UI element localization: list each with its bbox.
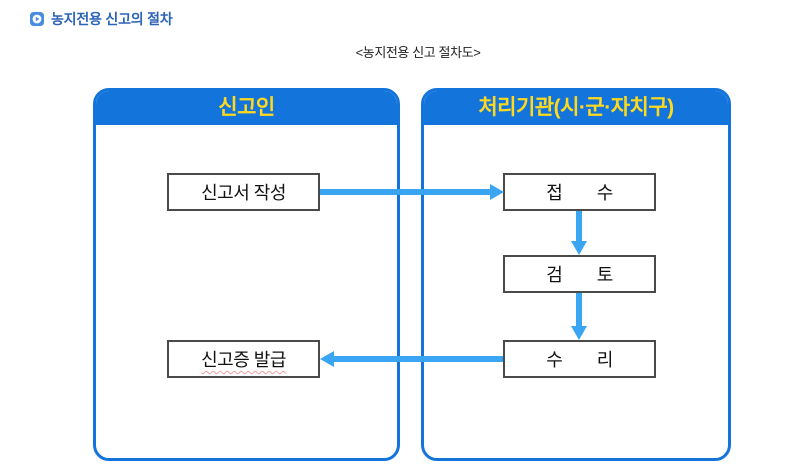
flow-box-issue-certificate: 신고증 발급 <box>167 340 320 378</box>
flow-box-review-label: 검 토 <box>546 265 613 285</box>
arrow-receipt-to-review-bar <box>576 211 582 241</box>
flow-box-accept: 수 리 <box>503 340 656 378</box>
arrow-down-icon <box>571 326 587 340</box>
panel-reporter-header: 신고인 <box>96 91 397 125</box>
flow-box-write-report: 신고서 작성 <box>167 173 320 211</box>
diagram-caption: <농지전용 신고 절차도> <box>355 45 481 60</box>
arrow-review-to-accept-bar <box>576 293 582 326</box>
flow-box-review: 검 토 <box>503 255 656 293</box>
arrow-right-icon <box>490 184 504 200</box>
arrow-write-to-receipt-bar <box>320 189 490 195</box>
arrow-accept-to-issue-bar <box>334 356 503 362</box>
panel-agency-header: 처리기관(시·군·자치구) <box>424 91 728 125</box>
flow-box-receipt: 접 수 <box>503 173 656 211</box>
play-badge-icon <box>30 12 44 26</box>
flow-box-write-report-label: 신고서 작성 <box>201 183 286 203</box>
flow-box-issue-certificate-label: 신고증 발급 <box>201 350 286 370</box>
page-title-row: 농지전용 신고의 절차 <box>30 9 173 29</box>
panel-agency: 처리기관(시·군·자치구) <box>421 88 731 461</box>
page-title: 농지전용 신고의 절차 <box>51 11 173 27</box>
flow-box-accept-label: 수 리 <box>546 350 613 370</box>
panel-reporter: 신고인 <box>93 88 400 461</box>
flow-box-receipt-label: 접 수 <box>546 183 613 203</box>
arrow-left-icon <box>320 351 334 367</box>
arrow-down-icon <box>571 241 587 255</box>
